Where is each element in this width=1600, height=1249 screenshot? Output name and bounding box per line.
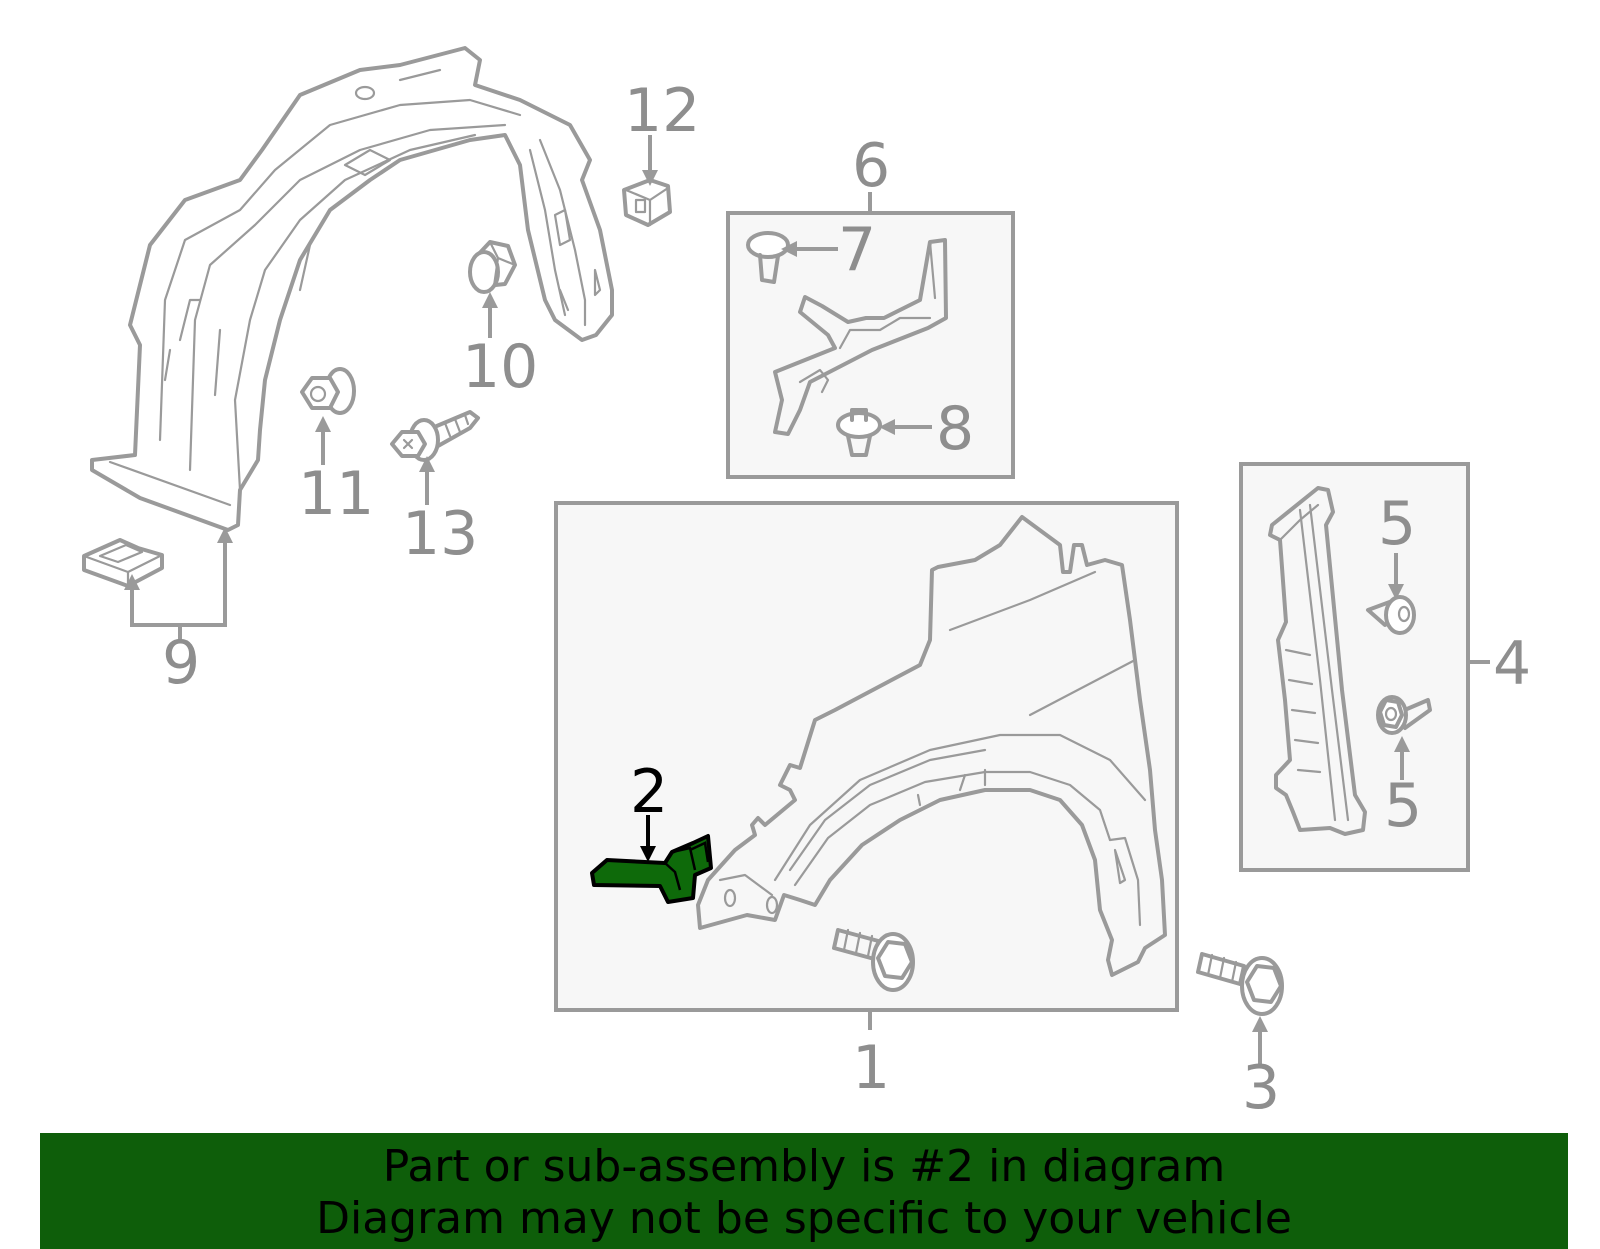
callout-5a-label: 5: [1378, 489, 1416, 559]
callout-9-bracket: [130, 540, 227, 627]
callout-1-label: 1: [852, 1033, 890, 1103]
clip-part-5-upper[interactable]: [1366, 595, 1416, 635]
callout-11-label: 11: [298, 459, 374, 529]
callout-9-arrow-a: [124, 574, 140, 590]
clip-part-8[interactable]: [836, 408, 882, 457]
info-banner: Part or sub-assembly is #2 in diagram Di…: [40, 1133, 1568, 1249]
banner-line-2: Diagram may not be specific to your vehi…: [316, 1193, 1292, 1244]
push-clip-part-7[interactable]: [746, 231, 790, 284]
group-box-4: [1239, 462, 1470, 872]
fender-liner-part[interactable]: [90, 46, 614, 532]
flange-nut-part-11[interactable]: [300, 367, 356, 415]
banner-line-1: Part or sub-assembly is #2 in diagram: [382, 1141, 1226, 1192]
fender-bracket-part-2[interactable]: [590, 834, 713, 904]
screw-part-13[interactable]: [390, 410, 480, 462]
callout-2-label: 2: [630, 757, 668, 827]
callout-9-label: 9: [162, 628, 200, 698]
fender-seal-part-4[interactable]: [1268, 486, 1367, 836]
bolt-part-3[interactable]: [1196, 952, 1284, 1016]
callout-4-label: 4: [1493, 629, 1531, 699]
callout-9-arrow-b: [217, 527, 233, 543]
bolt-inside-group-1[interactable]: [832, 928, 915, 992]
callout-3-label: 3: [1242, 1053, 1280, 1123]
nut-part-10[interactable]: [468, 240, 517, 294]
clip-part-5-lower[interactable]: [1376, 695, 1432, 735]
callout-7-label: 7: [838, 215, 876, 285]
u-nut-clip-part[interactable]: [82, 538, 164, 588]
bracket-part-6[interactable]: [773, 238, 948, 436]
fender-part-1[interactable]: [696, 515, 1167, 977]
callout-5b-label: 5: [1384, 771, 1422, 841]
callout-10-label: 10: [462, 332, 538, 402]
callout-13-label: 13: [402, 499, 478, 569]
group-box-1: [554, 501, 1179, 1012]
callout-8-label: 8: [936, 394, 974, 464]
callout-12-label: 12: [624, 76, 700, 146]
callout-6-label: 6: [852, 131, 890, 201]
clip-part-12[interactable]: [622, 178, 672, 227]
